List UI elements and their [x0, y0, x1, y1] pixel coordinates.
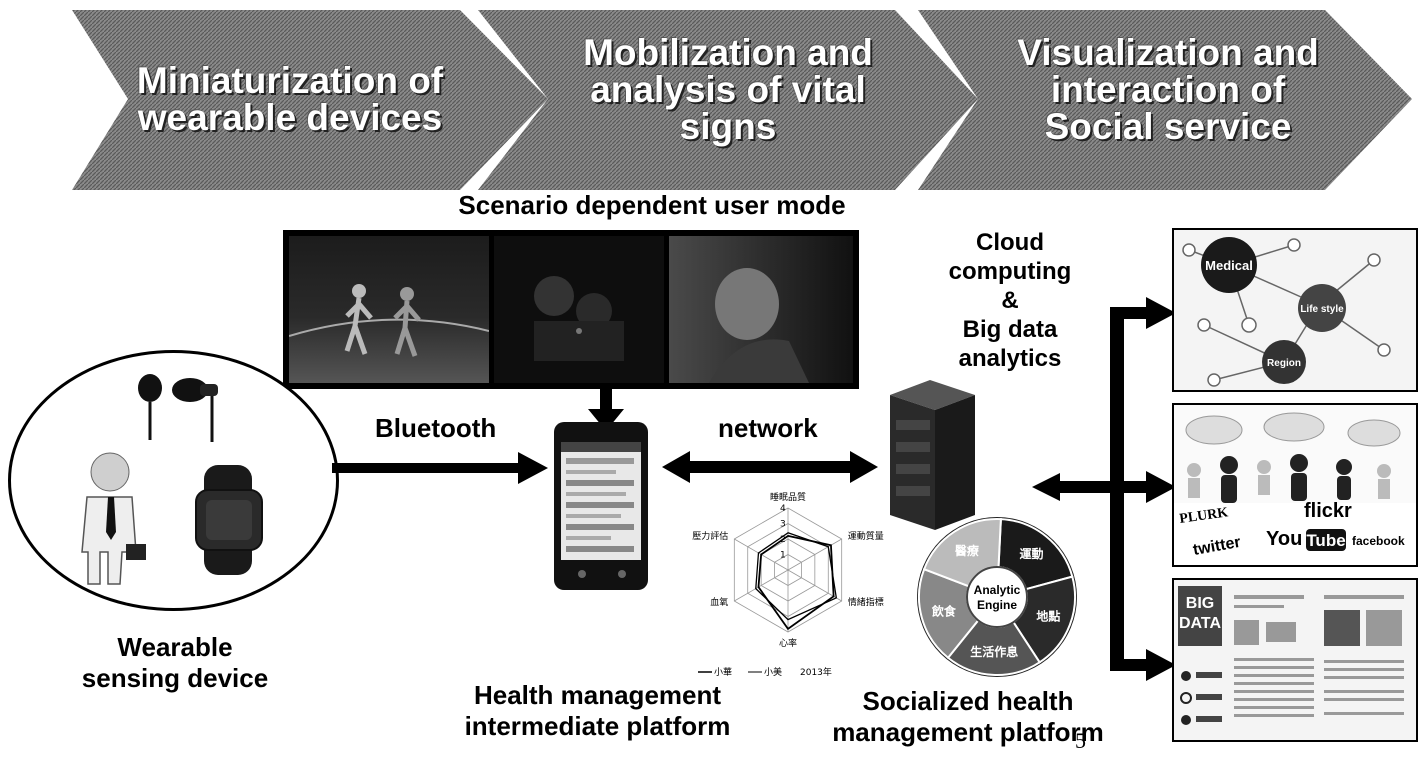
earphones-icon — [138, 374, 218, 442]
radar-tick-label: 3 — [780, 520, 786, 530]
scenario-photo-strip — [283, 230, 859, 389]
network-label: network — [718, 413, 818, 443]
radar-axis-label: 血氧 — [710, 596, 728, 608]
social-management-label: Socialized health management platform — [832, 686, 1104, 747]
engine-segment-label: 地點 — [1036, 609, 1060, 624]
radar-series-shape — [757, 534, 835, 631]
brand-youtube-you: You — [1266, 528, 1302, 550]
cloud-computing-label: Cloud computing & Big data analytics — [948, 229, 1072, 372]
banner-chevron-1 — [72, 10, 548, 190]
radar-legend-label: 小美 — [764, 666, 782, 678]
arrow-cloud-to-panels — [1032, 297, 1176, 681]
radar-tick-label: 1 — [780, 551, 786, 561]
banner-arrows — [72, 10, 1412, 190]
engine-segment-label: 醫療 — [955, 543, 979, 558]
panel-big-data: BIG DATA — [1172, 578, 1418, 742]
panel-social-media: PLURK flickr You Tube facebook twitter — [1172, 403, 1418, 567]
radar-series-shape — [755, 532, 838, 621]
brand-flickr: flickr — [1304, 500, 1352, 522]
arrow-scenario-to-phone — [588, 385, 624, 431]
wearable-devices-circle — [8, 350, 339, 611]
banner-chevron-2 — [478, 10, 978, 190]
brand-facebook: facebook — [1352, 534, 1405, 548]
radar-legend-label: 小華 — [714, 666, 732, 678]
banner-step-2-text: Mobilization and analysis of vital signs — [583, 32, 873, 147]
radar-tick-label: 2 — [780, 535, 786, 545]
bluetooth-label: Bluetooth — [375, 413, 497, 443]
banner-step-3-text: Visualization and interaction of Social … — [1017, 32, 1319, 147]
radar-axis-label: 情緒指標 — [848, 596, 884, 608]
photo-runners — [289, 236, 489, 383]
radar-legend-label: 2013年 — [800, 666, 832, 678]
banner-step-1-text: Miniaturization of wearable devices — [136, 60, 444, 138]
health-management-label: Health management intermediate platform — [464, 680, 731, 741]
engine-segment-label: 運動 — [1020, 546, 1044, 561]
bigdata-line1: BIG — [1186, 595, 1214, 612]
panel-network-nodes: Medical Life style Region — [1172, 228, 1418, 392]
business-person-icon — [81, 452, 146, 585]
arrow-wearable-to-phone — [332, 452, 548, 484]
smartwatch-icon — [195, 465, 263, 575]
radar-axis-label: 運動質量 — [848, 530, 884, 542]
engine-segment-label: 飲食 — [931, 603, 957, 618]
node-medical-label: Medical — [1205, 258, 1253, 273]
engine-center-line2: Engine — [977, 598, 1017, 612]
radar-axis-label: 壓力評估 — [692, 530, 728, 542]
radar-axis-label: 心率 — [779, 637, 797, 649]
server-icon — [890, 380, 975, 530]
node-region-label: Region — [1267, 358, 1301, 369]
smartphone-icon — [554, 422, 648, 590]
brand-youtube-tube: Tube — [1306, 531, 1345, 550]
banner-chevron-3 — [918, 10, 1412, 190]
photo-resting-man — [669, 236, 853, 383]
engine-center-line1: Analytic — [974, 583, 1021, 597]
bigdata-line2: DATA — [1179, 615, 1222, 632]
arrow-phone-network-cloud — [662, 451, 878, 483]
photo-night-scene — [494, 236, 664, 383]
radar-axis-label: 睡眠品質 — [770, 491, 806, 503]
node-lifestyle-label: Life style — [1300, 304, 1344, 315]
radar-axis-line — [787, 538, 842, 571]
wearable-label: Wearable sensing device — [81, 632, 269, 693]
page-number: 5 — [1075, 728, 1086, 753]
engine-segment-label: 生活作息 — [970, 644, 1018, 659]
scenario-label: Scenario dependent user mode — [458, 190, 846, 220]
brand-plurk: PLURK — [1178, 505, 1229, 527]
radar-axis-line — [734, 569, 789, 602]
radar-tick-label: 4 — [780, 504, 786, 514]
